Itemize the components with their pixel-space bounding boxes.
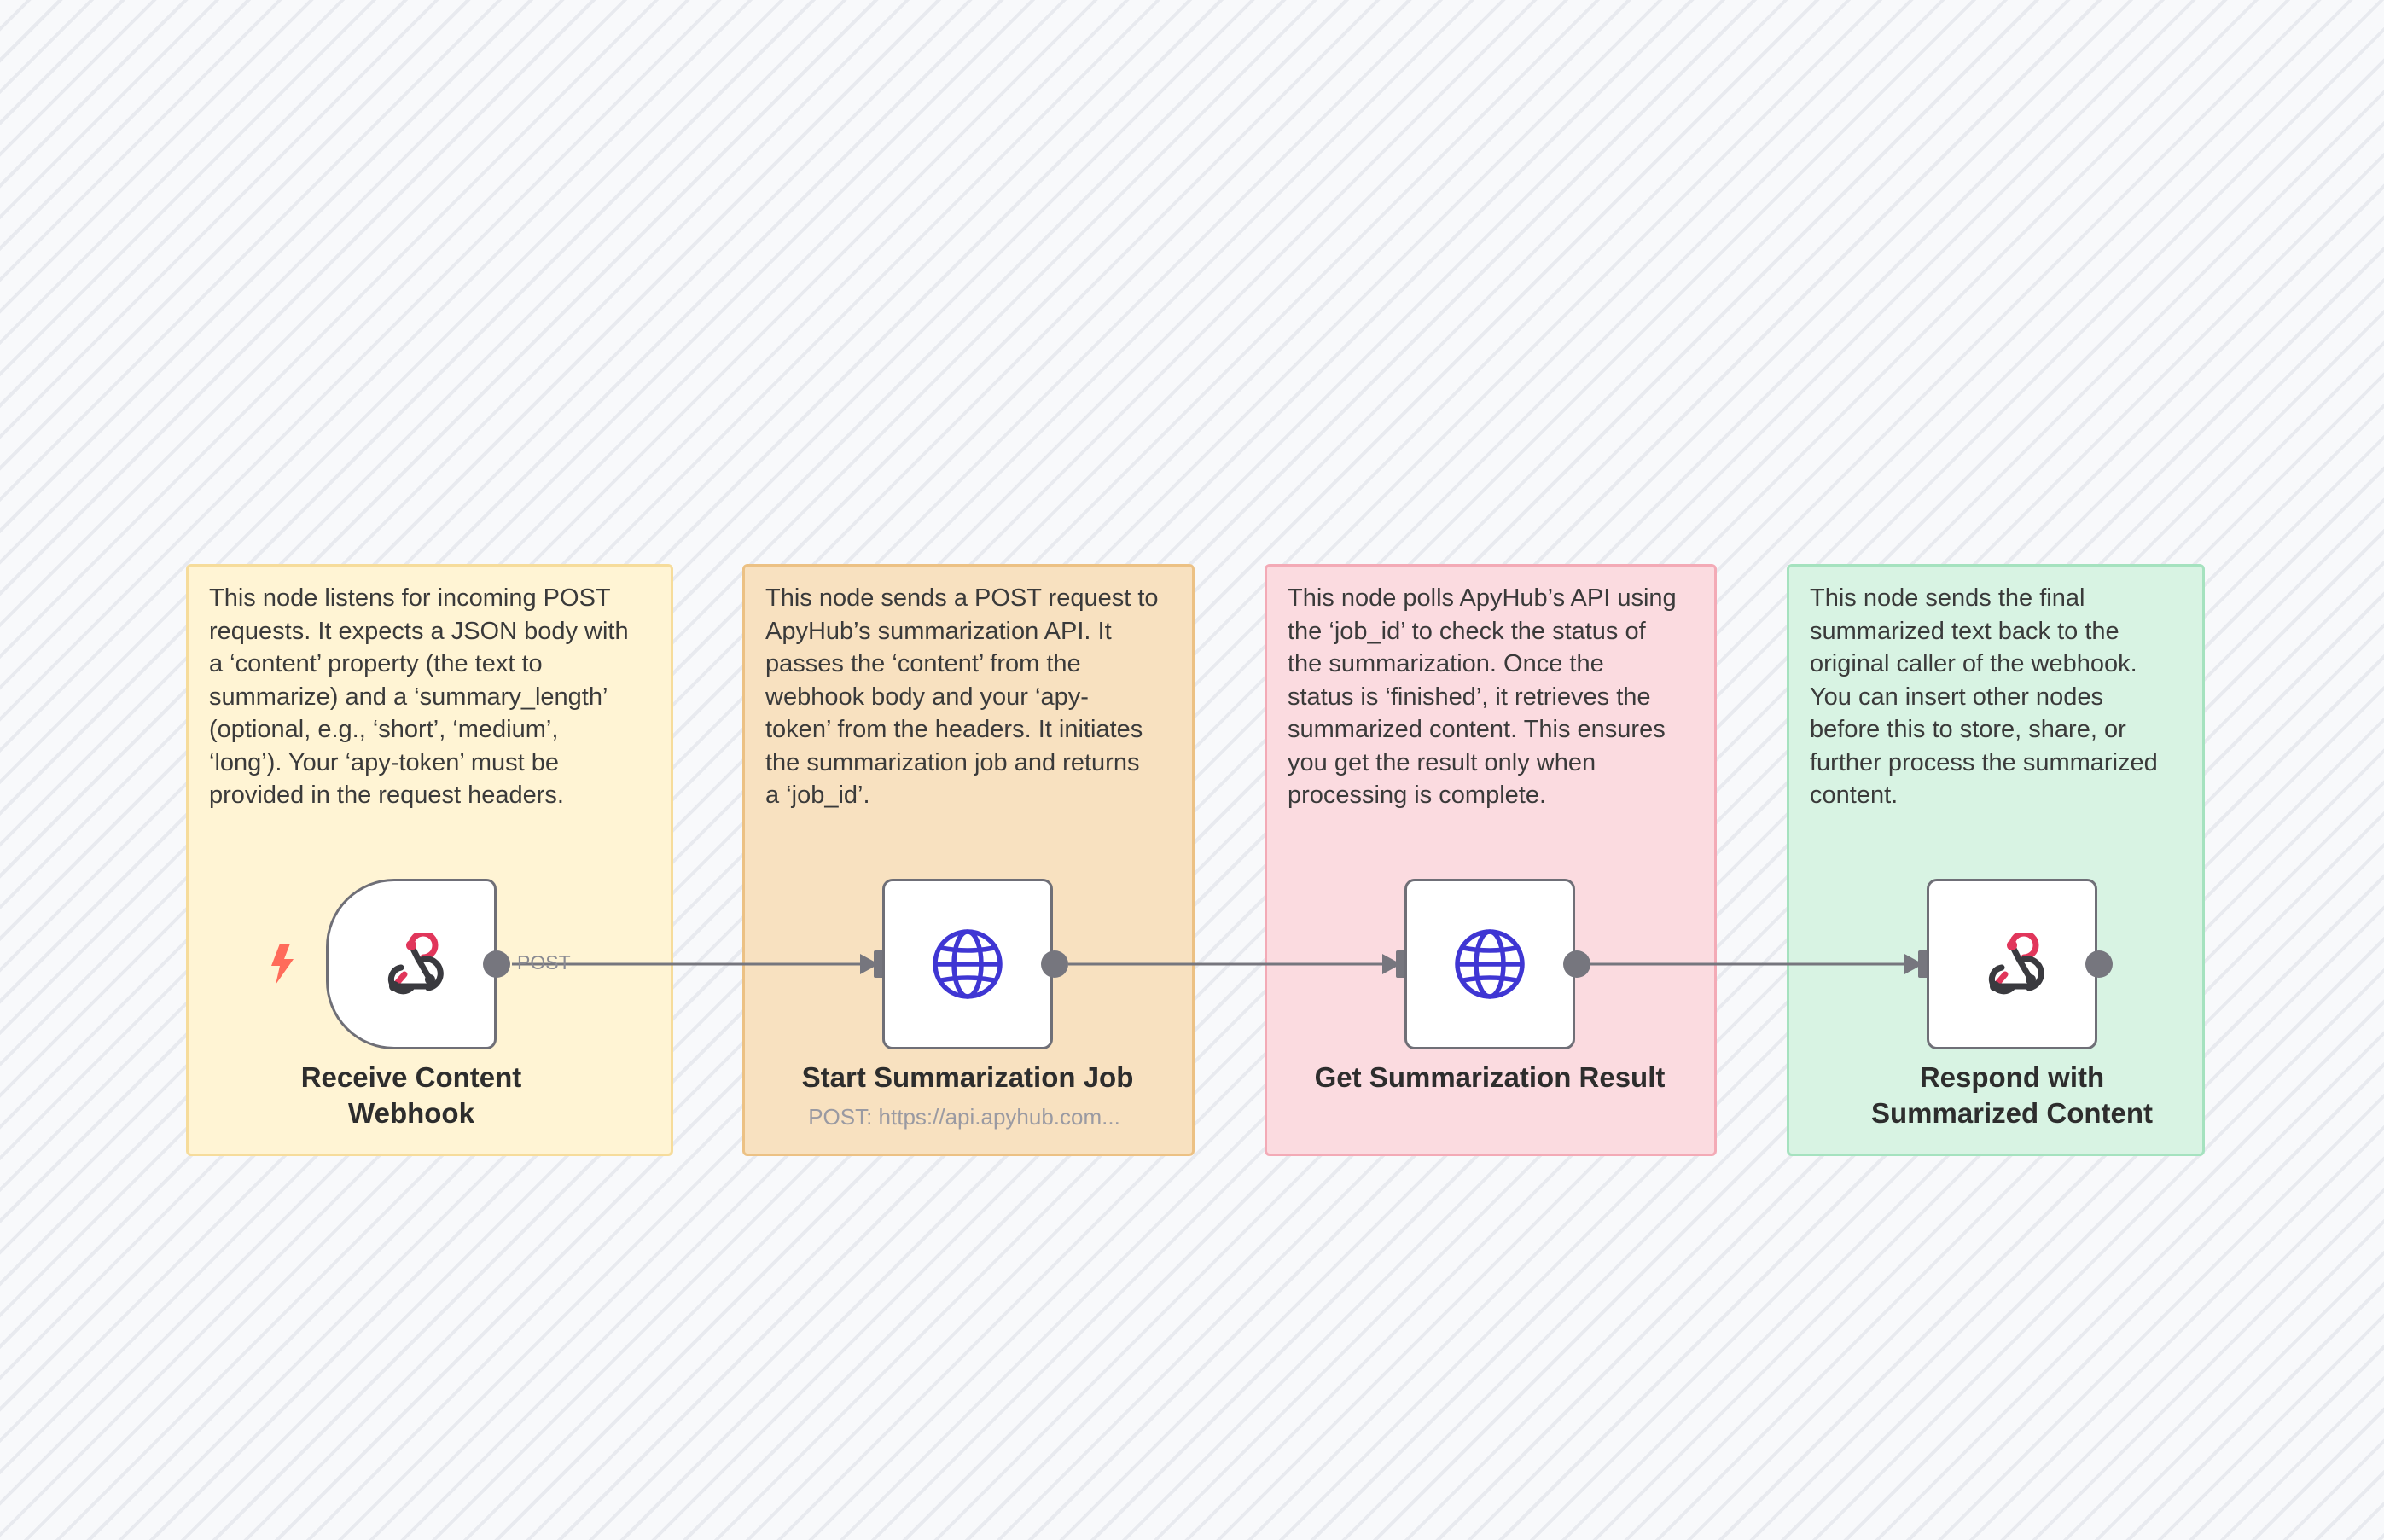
sticky-note-respond[interactable]: This node sends the final summarized tex… [1787, 564, 2205, 1156]
sticky-note-webhook[interactable]: This node listens for incoming POST requ… [186, 564, 673, 1156]
node-respond-with-summarized-content[interactable] [1927, 879, 2097, 1049]
arrowhead-icon [1904, 954, 1923, 974]
sticky-note-start-job[interactable]: This node sends a POST request to ApyHub… [742, 564, 1195, 1156]
input-port[interactable] [1396, 950, 1406, 978]
node-get-summarization-result[interactable] [1404, 879, 1575, 1049]
output-port[interactable] [1041, 950, 1068, 978]
globe-icon [933, 929, 1003, 999]
output-port[interactable] [2085, 950, 2113, 978]
globe-icon [1455, 929, 1525, 999]
sticky-note-text: This node listens for incoming POST requ… [209, 584, 629, 809]
sticky-note-text: This node sends a POST request to ApyHub… [765, 584, 1159, 809]
sticky-note-text: This node polls ApyHub’s API using the ‘… [1288, 584, 1677, 809]
webhook-icon [1988, 933, 2044, 995]
output-port[interactable] [483, 950, 510, 978]
webhook-icon [387, 933, 444, 995]
node-label: Receive Content Webhook [300, 1061, 522, 1129]
input-port[interactable] [874, 950, 884, 978]
node-label: Respond with Summarized Content [1870, 1061, 2154, 1129]
input-port[interactable] [1918, 950, 1928, 978]
node-start-summarization-job[interactable] [882, 879, 1053, 1049]
node-label: Get Summarization Result [1314, 1061, 1666, 1093]
node-subtitle: POST: https://api.apyhub.com... [808, 1104, 1120, 1130]
sticky-note-get-result[interactable]: This node polls ApyHub’s API using the ‘… [1265, 564, 1717, 1156]
node-label: Start Summarization Job [801, 1061, 1134, 1093]
output-port[interactable] [1563, 950, 1590, 978]
node-receive-content-webhook[interactable] [326, 879, 497, 1049]
connection-label-post[interactable]: POST [517, 951, 571, 973]
arrowhead-icon [1382, 954, 1401, 974]
sticky-note-text: This node sends the final summarized tex… [1810, 584, 2158, 809]
trigger-bolt-icon [271, 944, 294, 985]
arrowhead-icon [860, 954, 879, 974]
